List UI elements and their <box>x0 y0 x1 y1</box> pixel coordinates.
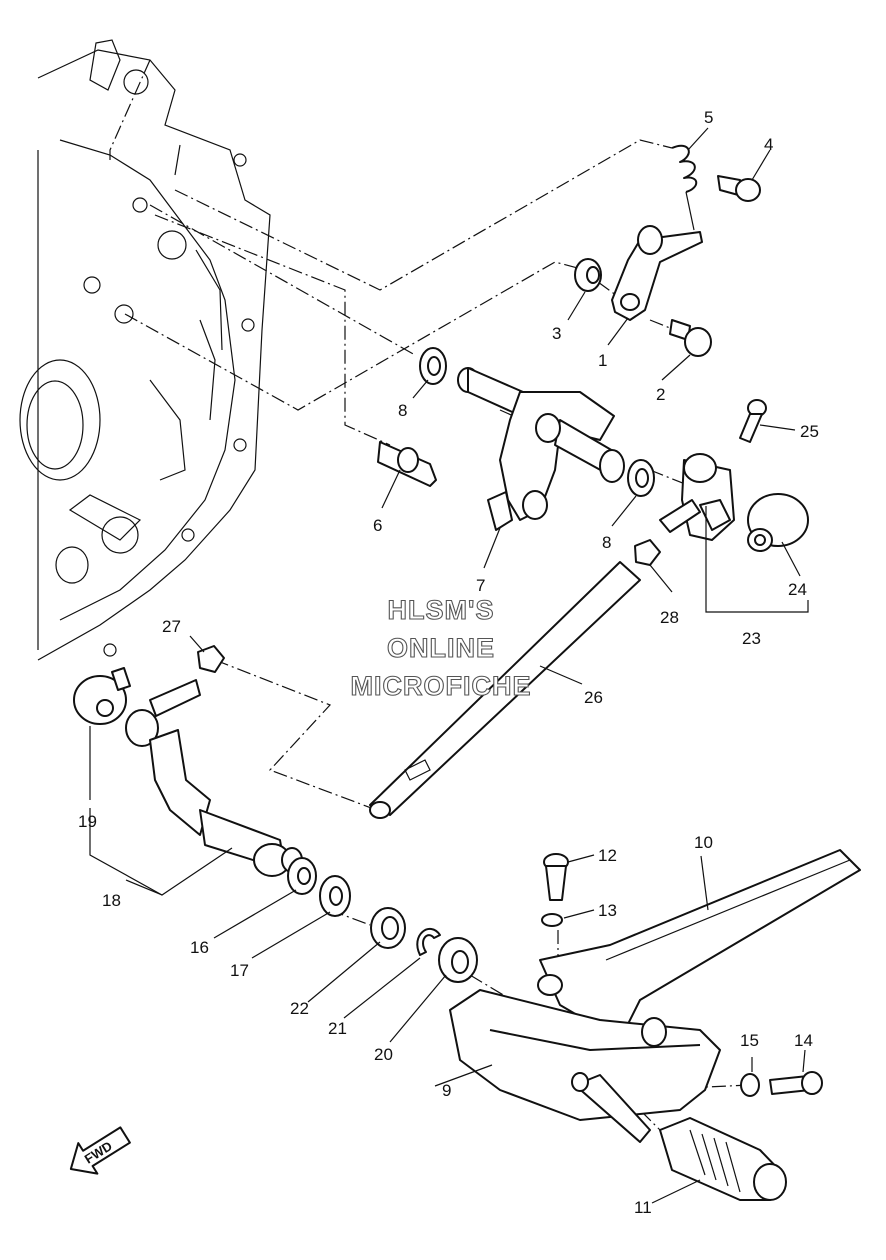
callout-labels: 1 2 3 4 5 6 7 8 8 9 10 11 12 13 14 15 16… <box>78 108 819 1217</box>
bolt-part-14 <box>769 1071 823 1095</box>
callout-11: 11 <box>634 1198 652 1217</box>
rod-end-part-19 <box>73 667 131 725</box>
callout-13: 13 <box>598 901 617 920</box>
callout-8-upper: 8 <box>398 401 407 420</box>
callout-10: 10 <box>694 833 713 852</box>
watermark-line-1: HLSM'S <box>388 595 495 625</box>
stud-bolt-part-6 <box>377 441 437 487</box>
callout-28: 28 <box>660 608 679 627</box>
bolt-part-25 <box>739 399 767 443</box>
washer-part-17 <box>319 875 351 917</box>
callout-25: 25 <box>800 422 819 441</box>
circlip-part-21 <box>416 928 441 956</box>
rod-end-part-24 <box>747 493 809 552</box>
callout-4: 4 <box>764 135 773 154</box>
joint-part-23 <box>659 453 735 541</box>
callout-2: 2 <box>656 385 665 404</box>
engine-case <box>19 39 271 661</box>
forward-direction-arrow-icon: FWD <box>69 1126 131 1175</box>
watermark: HLSM'S ONLINE MICROFICHE <box>350 594 532 701</box>
callout-6: 6 <box>373 516 382 535</box>
washer-part-13 <box>541 913 563 927</box>
spring-part-5 <box>671 144 698 231</box>
callout-18: 18 <box>102 891 121 910</box>
shift-arm-part-18 <box>125 679 303 877</box>
callout-8-lower: 8 <box>602 533 611 552</box>
bolt-part-12 <box>543 853 569 901</box>
nut-part-28 <box>634 539 661 566</box>
shift-shaft-part-7 <box>457 367 625 531</box>
callout-15: 15 <box>740 1031 759 1050</box>
bush-part-22 <box>370 907 406 949</box>
bolt-part-2 <box>669 319 712 357</box>
callout-3: 3 <box>552 324 561 343</box>
watermark-line-2: ONLINE <box>387 633 495 663</box>
callout-12: 12 <box>598 846 617 865</box>
callout-21: 21 <box>328 1019 347 1038</box>
shift-pedal-part-10 <box>537 849 861 1041</box>
callout-17: 17 <box>230 961 249 980</box>
callout-22: 22 <box>290 999 309 1018</box>
callout-19: 19 <box>78 812 97 831</box>
bush-part-20 <box>438 937 478 983</box>
pedal-rubber-part-11 <box>659 1117 787 1201</box>
leader-lines <box>89 127 809 1204</box>
callout-5: 5 <box>704 108 713 127</box>
nut-part-27 <box>197 645 225 673</box>
stopper-lever-part-1 <box>611 225 703 321</box>
shift-rod-part-26 <box>369 561 641 819</box>
washer-part-15 <box>740 1073 760 1097</box>
washer-part-16 <box>287 857 317 895</box>
callout-1: 1 <box>598 351 607 370</box>
callout-24: 24 <box>788 580 807 599</box>
callout-9: 9 <box>442 1081 451 1100</box>
pedal-arm-part-9 <box>449 989 721 1143</box>
callout-14: 14 <box>794 1031 813 1050</box>
callout-16: 16 <box>190 938 209 957</box>
callout-20: 20 <box>374 1045 393 1064</box>
callout-7: 7 <box>476 576 485 595</box>
collar-part-3 <box>574 258 602 292</box>
callout-27: 27 <box>162 617 181 636</box>
washer-part-8-lower <box>627 459 655 497</box>
callout-23: 23 <box>742 629 761 648</box>
washer-part-8-upper <box>419 347 447 385</box>
watermark-line-3: MICROFICHE <box>351 671 532 701</box>
callout-26: 26 <box>584 688 603 707</box>
pin-part-4 <box>717 175 761 202</box>
